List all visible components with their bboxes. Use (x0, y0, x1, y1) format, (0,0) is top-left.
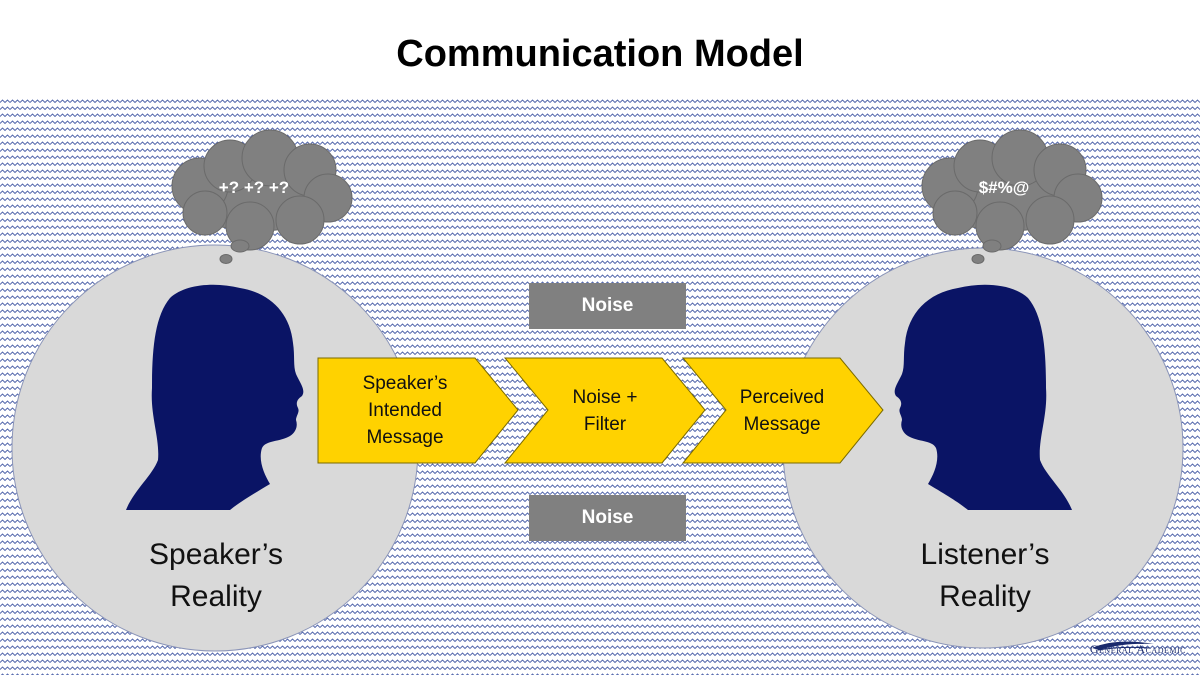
flow-label-line: Message (366, 427, 444, 448)
flow-label-perceived-message: Perceived Message (712, 384, 852, 438)
speaker-head-silhouette (126, 284, 304, 510)
listener-thought-text: $#%@ (978, 178, 1030, 197)
listener-label-line1: Listener’s (920, 538, 1050, 571)
flow-step-noise-filter (503, 357, 706, 464)
flow-label-noise-filter: Noise + Filter (535, 384, 675, 438)
speaker-label-line2: Reality (170, 580, 262, 613)
noise-box-top: Noise (529, 283, 686, 329)
flow-step-intended-message (317, 357, 519, 464)
speaker-thought-cloud (171, 129, 353, 264)
flow-label-line: Perceived (739, 387, 825, 408)
noise-box-bottom: Noise (529, 495, 686, 541)
flow-label-line: Speaker’s (362, 373, 448, 394)
speaker-label-line1: Speaker’s (149, 538, 283, 571)
general-academic-logo: General Academic (1090, 639, 1186, 659)
flow-label-line: Filter (583, 414, 627, 435)
flow-label-line: Noise + (572, 387, 638, 408)
flow-label-line: Message (743, 414, 821, 435)
flow-label-line: Intended (368, 400, 442, 421)
page-title: Communication Model (396, 33, 804, 75)
diagram-panel: +? +? +? $#%@ Noise Noise Speaker’s Inte… (0, 98, 1200, 675)
listener-head-silhouette (894, 284, 1072, 510)
listener-label-line2: Reality (939, 580, 1031, 613)
flow-step-perceived-message (681, 357, 884, 464)
diagram-canvas (0, 98, 1200, 675)
listener-reality-label: Listener’s Reality (855, 534, 1115, 618)
listener-thought-cloud (921, 129, 1103, 264)
speaker-thought-text: +? +? +? (218, 178, 290, 197)
speaker-reality-label: Speaker’s Reality (86, 534, 346, 618)
logo-swoosh-icon (1091, 641, 1154, 651)
flow-label-intended-message: Speaker’s Intended Message (330, 370, 480, 451)
